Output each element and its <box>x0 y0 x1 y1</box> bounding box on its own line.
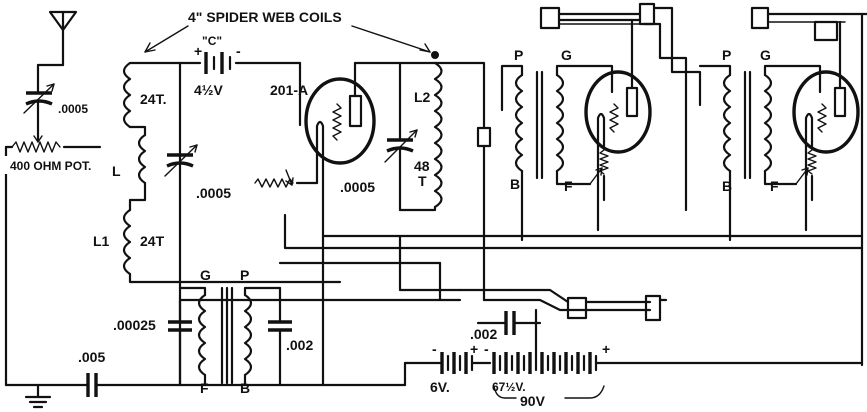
detector-tube <box>304 77 376 165</box>
battery-6v-plus: + <box>470 341 478 357</box>
spider-web-coils-title: 4" SPIDER WEB COILS <box>188 9 342 25</box>
xf2-b: B <box>510 176 520 192</box>
af-transformer-1 <box>197 286 253 385</box>
c-battery-label: "C" <box>202 34 222 48</box>
c-battery-voltage: 4½V <box>194 82 223 98</box>
variable-capacitor-l2 <box>384 61 418 212</box>
pot-label: 400 OHM POT. <box>10 159 91 173</box>
phone-jack-3 <box>750 6 867 42</box>
variable-cap-left-label: .0005 <box>196 185 231 201</box>
coil-l-tickler <box>137 133 147 185</box>
xf2-g: G <box>561 47 572 63</box>
xf3-g: G <box>760 47 771 63</box>
antenna-cap-label: .0005 <box>58 102 88 116</box>
c-battery-plus: + <box>194 43 202 59</box>
coil-24t-lower-label: 24T <box>140 233 165 249</box>
capacitor-005-label: .005 <box>78 349 105 365</box>
coil-l2-turns: 48 <box>414 158 430 174</box>
coil-24t-upper <box>122 61 132 129</box>
coil-l-label: L <box>112 163 121 179</box>
af-transformer-2 <box>514 70 565 180</box>
antenna-symbol <box>48 10 78 67</box>
coil-l1-24t-lower <box>122 208 132 276</box>
coil-l2-turns-t: T <box>418 173 427 189</box>
tube-label: 201-A <box>270 82 308 98</box>
battery-b-plus-sign: + <box>602 341 610 357</box>
phone-jack-1 <box>539 2 662 30</box>
battery-b-plus <box>492 352 864 374</box>
xf3-f: F <box>770 178 779 194</box>
capacitor-002-plate-label: .002 <box>286 337 313 353</box>
capacitor-005 <box>86 373 98 397</box>
phone-jack-2 <box>566 294 668 322</box>
rheostat <box>254 168 319 188</box>
xf3-p: P <box>722 47 731 63</box>
capacitor-002-jack-label: .002 <box>470 326 497 342</box>
coil-l2-label: L2 <box>414 89 431 105</box>
capacitor-002-plate <box>268 286 292 387</box>
battery-6v-label: 6V. <box>430 379 450 395</box>
capacitor-00025 <box>168 298 192 387</box>
variable-capacitor-left <box>164 144 198 177</box>
potentiometer-400-ohm <box>4 135 102 153</box>
capacitor-002-jack <box>476 311 542 335</box>
variable-cap-l2-label: .0005 <box>340 179 375 195</box>
c-battery <box>204 52 232 74</box>
xf1-p: P <box>240 267 249 283</box>
xf3-b: B <box>722 178 732 194</box>
xf1-g: G <box>200 267 211 283</box>
xf1-f: F <box>200 380 209 396</box>
audio-tube-3 <box>792 70 860 154</box>
xf2-p: P <box>514 47 523 63</box>
xf2-f: F <box>564 178 573 194</box>
ground-symbol <box>24 383 52 409</box>
audio-tube-2 <box>584 70 652 154</box>
rf-choke <box>476 126 492 148</box>
battery-90v-label: 90V <box>520 393 546 409</box>
af-transformer-3 <box>722 70 773 180</box>
c-battery-minus: - <box>236 43 241 59</box>
battery-6v-minus: - <box>432 341 437 357</box>
coil-l2-48t <box>433 61 443 209</box>
capacitor-00025-label: .00025 <box>113 317 156 333</box>
antenna-variable-capacitor <box>23 80 55 142</box>
coil-24t-upper-label: 24T. <box>140 91 166 107</box>
battery-90v-bracket <box>493 385 605 399</box>
xf1-b: B <box>240 380 250 396</box>
battery-67v-label: 67½V. <box>492 380 526 394</box>
coil-l1-label: L1 <box>93 233 110 249</box>
title-arrows <box>144 25 431 53</box>
battery-b-minus: - <box>484 341 489 357</box>
battery-6v <box>403 352 492 387</box>
